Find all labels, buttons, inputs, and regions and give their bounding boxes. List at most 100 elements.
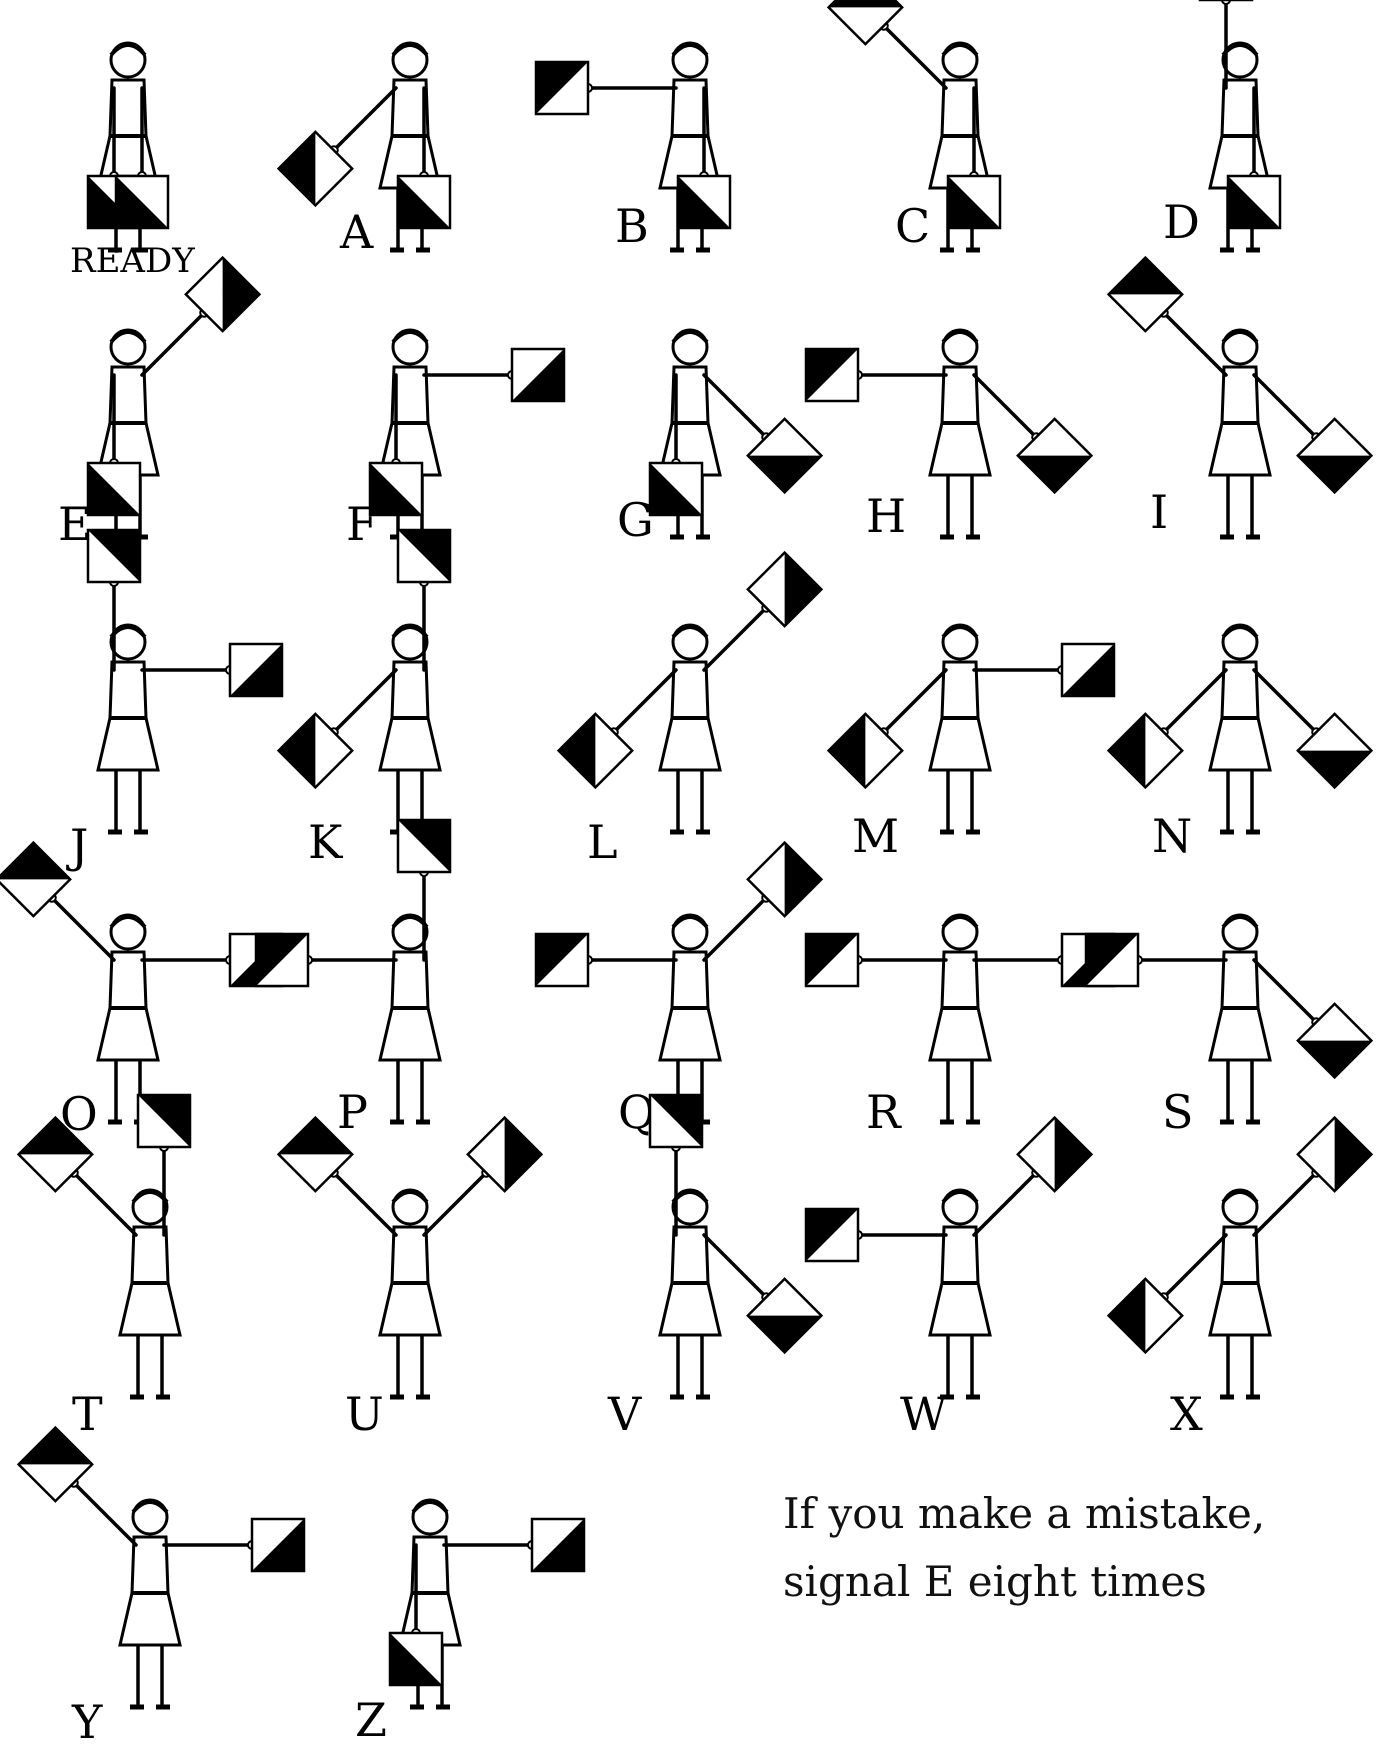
signal-figure-w [806, 1118, 1091, 1397]
signal-figure-s [1086, 915, 1371, 1122]
left-flag [116, 176, 168, 228]
signal-figure-ready [88, 43, 168, 250]
signal-figure-g [650, 330, 821, 537]
left-flag [532, 1519, 584, 1571]
left-flag [1062, 644, 1114, 696]
right-flag [536, 934, 588, 986]
left-arm [704, 1235, 766, 1297]
signal-figure-f [370, 330, 564, 537]
signal-figure-k [279, 530, 450, 832]
right-flag [256, 934, 308, 986]
signal-label-u: U [345, 1387, 384, 1441]
right-arm [884, 26, 946, 88]
right-arm [74, 1173, 136, 1235]
signal-figure-m [829, 625, 1114, 832]
right-arm [1164, 313, 1226, 375]
right-flag [806, 349, 858, 401]
right-flag [806, 934, 858, 986]
mistake-note-line-2: signal E eight times [783, 1548, 1343, 1616]
left-arm [704, 898, 766, 960]
signal-figure-y [19, 1428, 304, 1707]
right-arm [52, 898, 114, 960]
right-flag [829, 0, 903, 44]
signal-label-y: Y [71, 1695, 103, 1744]
signal-label-r: R [866, 1085, 902, 1139]
left-arm [1254, 960, 1316, 1022]
signal-label-j: J [66, 819, 88, 873]
right-arm [74, 1483, 136, 1545]
signal-figure-n [1109, 625, 1372, 832]
left-flag [1228, 176, 1280, 228]
left-arm [142, 313, 204, 375]
left-flag [512, 349, 564, 401]
right-flag [88, 530, 140, 582]
signal-figure-o [0, 843, 282, 1122]
signal-figure-q [536, 843, 821, 1122]
right-flag [88, 463, 140, 515]
signal-figure-j [88, 530, 282, 832]
mistake-note: If you make a mistake, signal E eight ti… [783, 1480, 1343, 1616]
left-arm [974, 375, 1036, 437]
signal-figure-d [1200, 0, 1280, 250]
left-arm [974, 1173, 1036, 1235]
signal-figure-l [559, 553, 822, 832]
signal-label-t: T [72, 1387, 103, 1441]
right-arm [614, 670, 676, 732]
left-flag [398, 530, 450, 582]
left-arm [424, 1173, 486, 1235]
left-flag [252, 1519, 304, 1571]
signal-figure-z [390, 1500, 584, 1707]
signal-figure-u [279, 1118, 542, 1397]
signal-label-l: L [587, 815, 618, 869]
signal-label-s: S [1162, 1085, 1194, 1139]
left-arm [1254, 375, 1316, 437]
right-arm [1164, 670, 1226, 732]
right-flag [650, 1095, 702, 1147]
right-arm [1164, 1235, 1226, 1297]
left-arm [704, 608, 766, 670]
signal-figure-e [88, 258, 259, 537]
mistake-note-line-1: If you make a mistake, [783, 1480, 1343, 1548]
signal-figure-h [806, 330, 1091, 537]
signal-label-c: C [895, 199, 930, 253]
right-arm [334, 1173, 396, 1235]
signal-label-p: P [337, 1085, 368, 1139]
signal-label-n: N [1152, 809, 1192, 863]
left-arm [704, 375, 766, 437]
signal-label-f: F [346, 497, 378, 551]
left-flag [398, 820, 450, 872]
left-flag [398, 176, 450, 228]
right-flag [536, 62, 588, 114]
right-flag [806, 1209, 858, 1261]
signal-label-z: Z [355, 1693, 387, 1744]
right-arm [334, 88, 396, 150]
right-flag [1086, 934, 1138, 986]
left-arm [1254, 1173, 1316, 1235]
signal-label-h: H [866, 489, 906, 543]
signal-label-b: B [615, 199, 649, 253]
signal-label-a: A [339, 205, 374, 259]
signal-label-w: W [900, 1387, 948, 1441]
right-arm [334, 670, 396, 732]
signal-figure-x [1109, 1118, 1372, 1397]
signal-figure-r [806, 915, 1114, 1122]
right-arm [884, 670, 946, 732]
signal-label-g: G [617, 493, 654, 547]
signal-figure-v [650, 1095, 821, 1397]
signal-label-e: E [58, 497, 92, 551]
signal-label-i: I [1150, 485, 1168, 539]
signal-label-m: M [852, 809, 899, 863]
signal-figure-p [256, 820, 450, 1122]
left-flag [948, 176, 1000, 228]
signal-label-ready: READY [70, 241, 195, 281]
left-flag [678, 176, 730, 228]
right-flag [390, 1633, 442, 1685]
signal-figure-i [1109, 258, 1372, 537]
signal-label-x: X [1170, 1387, 1203, 1441]
left-arm [1254, 670, 1316, 732]
signal-label-k: K [308, 815, 344, 869]
signal-label-d: D [1163, 195, 1200, 249]
left-flag [138, 1095, 190, 1147]
signal-figure-t [19, 1095, 190, 1397]
signal-label-v: V [607, 1387, 642, 1441]
